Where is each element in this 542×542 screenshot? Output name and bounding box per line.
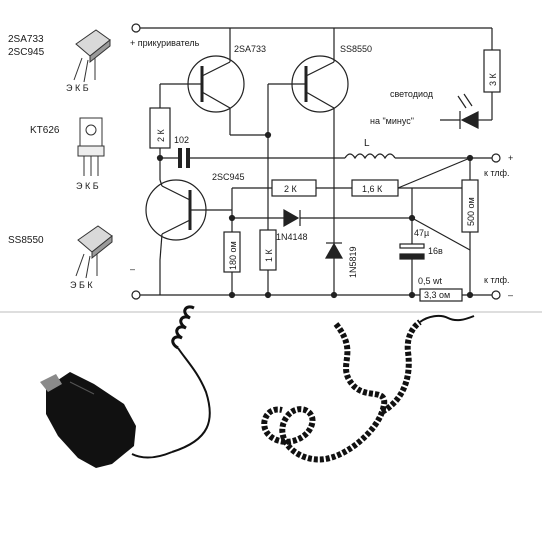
phone-plus-terminal — [491, 153, 501, 163]
legend-2sa-pins: Э К Б — [66, 83, 89, 93]
car-plug-icon — [40, 372, 173, 468]
schematic — [131, 23, 501, 302]
label-2sc945: 2SC945 — [212, 172, 245, 182]
led-icon — [460, 111, 479, 129]
inductor-L — [344, 153, 396, 160]
label-1n5819: 1N5819 — [348, 246, 358, 278]
legend-kt626: KT626 — [30, 125, 60, 136]
label-r-wattage: 0,5 wt — [418, 276, 443, 286]
legend-2sc945: 2SC945 — [8, 47, 45, 58]
label-r-500: 500 ом — [466, 197, 476, 226]
label-ss8550: SS8550 — [340, 44, 372, 54]
label-r-1k: 1 К — [264, 248, 274, 262]
coil-cord-left — [171, 305, 195, 350]
legend-kt626-pins: Э К Б — [76, 181, 99, 191]
label-inductor: L — [364, 138, 370, 149]
label-out-minus-text: к тлф. — [484, 275, 510, 285]
cable — [171, 347, 211, 453]
label-out-plus-text: к тлф. — [484, 168, 510, 178]
legend: 2SA733 2SC945 Э К Б KT626 Э К Б SS8550 — [8, 29, 113, 290]
label-out-minus: – — [508, 290, 513, 300]
label-minus-input: – — [130, 264, 135, 274]
label-r-16k: 1,6 К — [362, 184, 383, 194]
label-r-2k-left: 2 К — [156, 128, 166, 142]
coil-cord-large — [261, 322, 388, 463]
label-cap-102: 102 — [174, 135, 189, 145]
label-r-3-3: 3,3 ом — [424, 290, 450, 300]
label-2sa733: 2SA733 — [234, 44, 266, 54]
ss8550-transistor-icon — [75, 225, 113, 279]
label-cap-16v: 16в — [428, 246, 443, 256]
phone-minus-terminal — [491, 290, 501, 300]
resistor-180 — [223, 231, 241, 273]
minus-terminal — [131, 290, 141, 300]
diode-1n4148 — [283, 208, 300, 228]
label-out-plus: + — [508, 153, 513, 163]
legend-2sa733: 2SA733 — [8, 34, 44, 45]
label-1n4148: 1N4148 — [276, 232, 308, 242]
diode-1n5819 — [324, 242, 344, 259]
label-plus-input: + прикуриватель — [130, 38, 200, 48]
label-r-180: 180 ом — [228, 241, 238, 270]
schematic-labels: + прикуриватель – 2SA733 SS8550 2SC945 1… — [130, 38, 513, 300]
legend-ss8550-pins: Э Б К — [70, 280, 93, 290]
to92-transistor-icon — [73, 29, 111, 83]
label-cap-47u: 47µ — [414, 228, 429, 238]
legend-ss8550: SS8550 — [8, 235, 44, 246]
photo-area — [0, 305, 542, 542]
label-led-1: светодиод — [390, 89, 434, 99]
label-led-2: на "минус" — [370, 116, 414, 126]
plus-terminal — [131, 23, 141, 33]
capacitor-47u — [399, 243, 425, 249]
label-r-2k-mid: 2 К — [284, 184, 298, 194]
kt626-package-icon — [77, 117, 105, 176]
label-r-3k: 3 К — [488, 72, 498, 86]
resistor-3-3 — [419, 288, 463, 302]
